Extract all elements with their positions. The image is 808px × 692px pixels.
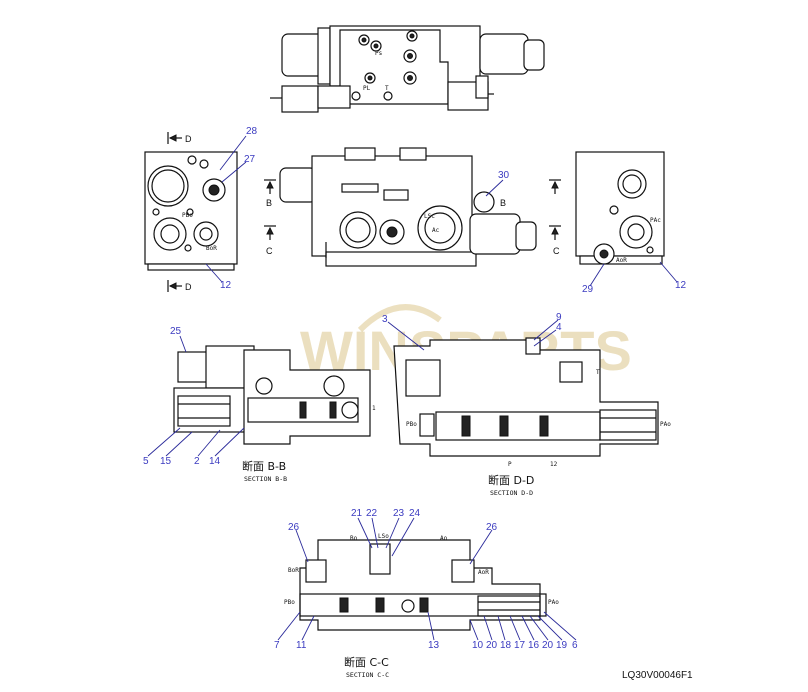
section-dd-view: PBo PAo T P 12 断面 D-D SECTION D-D [393, 337, 671, 497]
port-bo-label: Bo [350, 535, 358, 542]
port-pao-label: PAo [660, 421, 671, 428]
callout-25: 25 [170, 326, 182, 337]
callout-12-left: 12 [220, 280, 232, 291]
top-view: Ps PL T [270, 25, 545, 113]
section-b-c-marks: B C B C [264, 179, 561, 256]
callout-6: 6 [572, 640, 578, 651]
watermark-swoosh [357, 304, 442, 333]
port-pac-label: PAc [650, 217, 661, 224]
port-bor-cc-label: BoR [288, 567, 299, 574]
callout-14: 14 [209, 456, 221, 467]
callout-28: 28 [246, 126, 258, 137]
callout-22: 22 [366, 508, 378, 519]
callout-23: 23 [393, 508, 405, 519]
section-d-bottom-label: D [185, 282, 192, 292]
leader-lines [147, 135, 678, 641]
callout-20-second: 20 [542, 640, 554, 651]
callout-7: 7 [274, 640, 280, 651]
callout-11: 11 [296, 640, 307, 651]
section-cc-title: 断面 C-C [344, 655, 389, 669]
port-lsc-label: LSc [424, 213, 435, 220]
callout-numbers: 28 27 12 30 29 12 25 5 15 2 14 3 9 4 26 … [143, 126, 687, 651]
port-pl-label: PL [363, 85, 371, 92]
callout-29: 29 [582, 284, 594, 295]
section-bb-view: 1 断面 B-B SECTION B-B [173, 345, 376, 483]
section-d-top-label: D [185, 134, 192, 144]
port-pao-cc-label: PAo [548, 599, 559, 606]
port-t-label: T [385, 85, 389, 92]
callout-2: 2 [194, 456, 200, 467]
front-view: LSc Ac [279, 147, 537, 267]
section-bb-subtitle: SECTION B-B [244, 475, 287, 483]
callout-26-left: 26 [288, 522, 300, 533]
right-end-view: PAc AoR [575, 151, 665, 265]
port-aor-label: AoR [616, 257, 627, 264]
port-pbo-label: PBo [182, 212, 193, 219]
left-end-view: PBo BoR [144, 151, 238, 271]
port-p-label: P [508, 461, 512, 468]
port-ac-label: Ac [432, 227, 440, 234]
callout-21: 21 [351, 508, 363, 519]
callout-9: 9 [556, 312, 562, 323]
port-pbo-cc-label: PBo [284, 599, 295, 606]
callout-10: 10 [472, 640, 484, 651]
callout-24: 24 [409, 508, 421, 519]
section-dd-subtitle: SECTION D-D [490, 489, 533, 497]
port-12-label: 12 [550, 461, 558, 468]
port-t2-label: T [596, 369, 600, 376]
section-cc-view: BoR PBo Bo LSo Ao AoR PAo 断面 C-C SECTION… [284, 533, 559, 679]
drawing-code-label: LQ30V00046F1 [622, 670, 693, 681]
section-c-left-label: C [266, 246, 273, 256]
callout-15: 15 [160, 456, 172, 467]
port-pbo2-label: PBo [406, 421, 417, 428]
section-b-left-label: B [266, 198, 272, 208]
callout-17: 17 [514, 640, 526, 651]
callout-5: 5 [143, 456, 149, 467]
callout-13: 13 [428, 640, 440, 651]
callout-4: 4 [556, 322, 562, 333]
callout-3: 3 [382, 314, 388, 325]
port-aor-cc-label: AoR [478, 569, 489, 576]
callout-27: 27 [244, 154, 256, 165]
port-bor-label: BoR [206, 245, 217, 252]
callout-30: 30 [498, 170, 510, 181]
section-b-right-label: B [500, 198, 506, 208]
section-d-marks: D D [167, 132, 192, 292]
callout-20-first: 20 [486, 640, 498, 651]
callout-19: 19 [556, 640, 568, 651]
callout-18: 18 [500, 640, 512, 651]
section-bb-title: 断面 B-B [242, 459, 286, 473]
callout-12-right: 12 [675, 280, 687, 291]
port-1-label: 1 [372, 405, 376, 412]
port-ao-label: Ao [440, 535, 448, 542]
callout-26-right: 26 [486, 522, 498, 533]
port-lso-label: LSo [378, 533, 389, 540]
section-cc-subtitle: SECTION C-C [346, 671, 389, 679]
port-ps-label: Ps [375, 50, 383, 57]
section-c-right-label: C [553, 246, 560, 256]
section-dd-title: 断面 D-D [488, 473, 534, 487]
callout-16: 16 [528, 640, 540, 651]
